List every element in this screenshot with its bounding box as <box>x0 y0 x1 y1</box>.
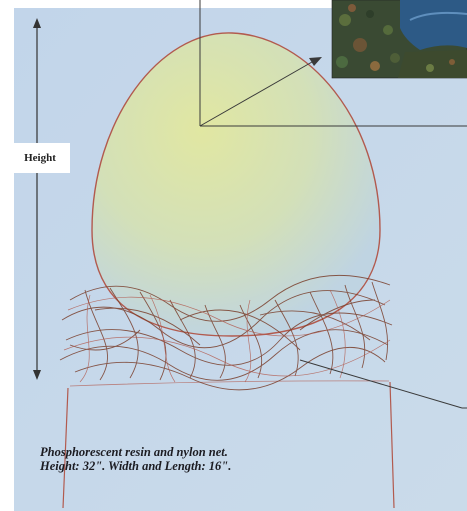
photo-inset <box>332 0 467 78</box>
artwork-caption: Phosphorescent resin and nylon net. Heig… <box>40 445 440 473</box>
caption-materials: Phosphorescent resin and nylon net. <box>40 445 440 459</box>
caption-dimensions: Height: 32". Width and Length: 16". <box>40 459 440 473</box>
height-label: Height <box>10 143 70 173</box>
